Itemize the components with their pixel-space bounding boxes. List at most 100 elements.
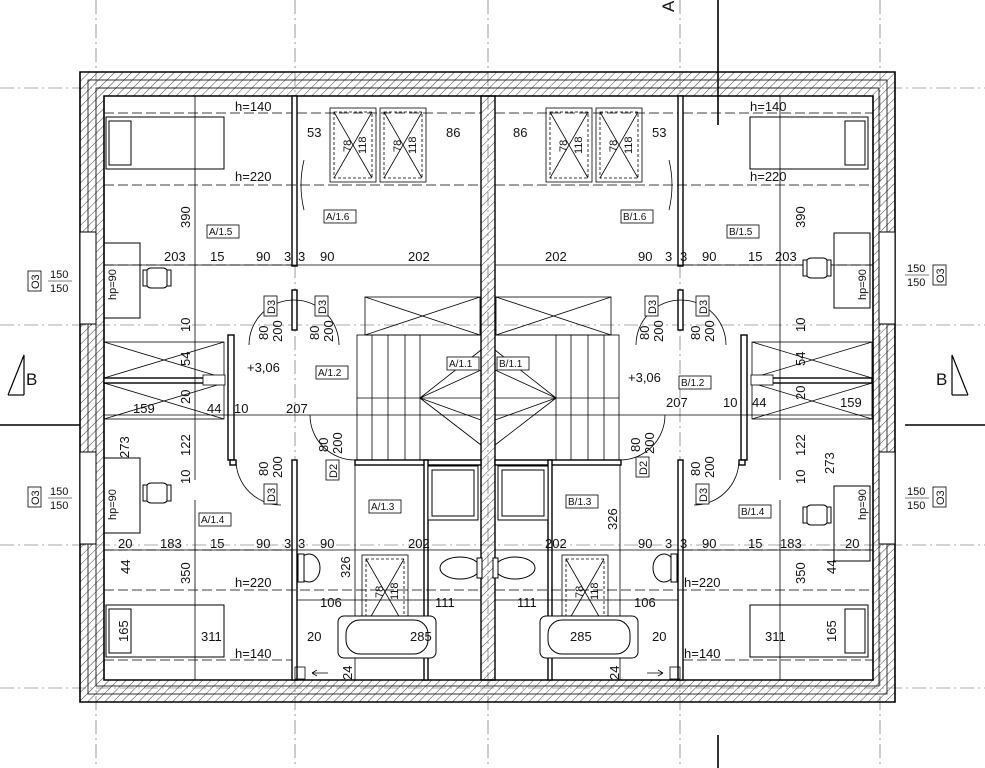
room-label: A/1.3: [371, 502, 395, 513]
dim-label: 80: [688, 326, 703, 340]
window-code: O3: [30, 490, 42, 505]
dim-label: 285: [410, 629, 432, 644]
skylight-size-labels: 78 118 78 118 78 118 78 118 78 118 78 11…: [342, 136, 635, 600]
level-label: +3,06: [628, 370, 661, 385]
dim-label: 20: [307, 629, 321, 644]
dimension-labels: 53 86 86 53 390 390 203 15 90 3 3 90 202…: [116, 125, 862, 680]
dim-label: 80: [256, 462, 271, 476]
dim-label: 202: [408, 536, 430, 551]
dim-label: 200: [270, 456, 285, 478]
dim-label: 207: [666, 395, 688, 410]
dim-label: 90: [256, 536, 270, 551]
dim-label: 20: [652, 629, 666, 644]
dim-label: 90: [638, 536, 652, 551]
dim-label: 200: [702, 456, 717, 478]
height-label: h=220: [750, 169, 787, 184]
room-label: B/1.5: [729, 227, 753, 238]
dim-label: 273: [822, 452, 837, 474]
stairs-icon: [356, 296, 620, 461]
room-label: A/1.4: [201, 515, 225, 526]
dim-label: 207: [286, 401, 308, 416]
dim-label: 80: [256, 326, 271, 340]
dim-label: 80: [688, 462, 703, 476]
dim-label: 10: [793, 470, 808, 484]
dim-label: 311: [765, 629, 786, 644]
dim-label: 80: [307, 326, 322, 340]
window-icon: [79, 231, 896, 545]
dim-label: 273: [117, 436, 132, 458]
level-marks: +3,06 +3,06: [247, 360, 661, 385]
dim-label: 285: [570, 629, 592, 644]
dim-label: 86: [513, 125, 527, 140]
height-label: h=220: [684, 575, 721, 590]
window-size-labels: 150 150 150 150 150 150 150 150: [48, 263, 929, 512]
window-size: 150: [50, 269, 68, 281]
dim-label: 90: [320, 249, 334, 264]
dim-label: 90: [702, 249, 716, 264]
dim-label: 202: [545, 536, 567, 551]
room-label: A/1.1: [449, 359, 473, 370]
dim-label: 20: [118, 536, 132, 551]
dim-label: 10: [178, 318, 193, 332]
height-label: h=220: [235, 169, 272, 184]
hp-label: hp=90: [107, 489, 119, 520]
dim-label: 202: [408, 249, 430, 264]
wardrobe-icon: [103, 341, 873, 420]
dim-label: 15: [748, 536, 762, 551]
room-label: A/1.6: [326, 212, 350, 223]
dim-label: 122: [178, 434, 193, 456]
skylight-width: 78: [342, 140, 354, 152]
skylight-height: 118: [357, 136, 369, 154]
level-label: +3,06: [247, 360, 280, 375]
section-mark-top: A: [659, 0, 678, 12]
door-code: D3: [698, 488, 710, 502]
dim-label: 15: [748, 249, 762, 264]
dim-label: 44: [752, 395, 766, 410]
hp-label: hp=90: [857, 489, 869, 520]
bathroom-fixtures: [297, 465, 678, 659]
window-size: 150: [50, 486, 68, 498]
dim-label: 10: [234, 401, 248, 416]
skylight-height: 118: [589, 582, 601, 600]
dim-label: 90: [702, 536, 716, 551]
dim-label: 80: [637, 326, 652, 340]
dim-label: 24: [607, 666, 622, 680]
skylight-height: 118: [407, 136, 419, 154]
dim-label: 159: [840, 395, 862, 410]
hp-label: hp=90: [857, 269, 869, 300]
dim-label: 200: [702, 320, 717, 342]
skylight-height: 118: [623, 136, 635, 154]
dim-label: 350: [793, 562, 808, 584]
dim-label: 90: [638, 249, 652, 264]
skylight-width: 78: [558, 140, 570, 152]
dim-label: 53: [307, 125, 321, 140]
hp-label: hp=90: [107, 269, 119, 300]
arrow-icon: [294, 666, 681, 680]
room-label: B/1.1: [499, 359, 523, 370]
door-code: D3: [266, 488, 278, 502]
window-size: 150: [907, 486, 925, 498]
party-wall: [480, 95, 496, 681]
skylight-width: 78: [574, 586, 586, 598]
dim-label: 106: [634, 595, 656, 610]
dim-label: 20: [178, 390, 193, 404]
room-label: A/1.2: [318, 368, 342, 379]
skylight-width: 78: [392, 140, 404, 152]
dim-label: 80: [628, 438, 643, 452]
room-label: B/1.2: [681, 378, 705, 389]
room-label: B/1.4: [741, 507, 765, 518]
skylight-height: 118: [389, 582, 401, 600]
dim-label: 10: [723, 395, 737, 410]
dim-label: 203: [775, 249, 797, 264]
window-size: 150: [50, 283, 68, 295]
height-labels: h=140 h=220 h=140 h=220 h=220 h=140 h=22…: [107, 99, 869, 661]
dim-label: 24: [340, 666, 355, 680]
room-label: B/1.6: [623, 212, 647, 223]
dim-label: 86: [446, 125, 460, 140]
bed-icon: [105, 116, 869, 658]
height-label: h=140: [750, 99, 787, 114]
dim-label: 390: [178, 206, 193, 228]
skylight-width: 78: [374, 586, 386, 598]
height-label: h=140: [235, 99, 272, 114]
